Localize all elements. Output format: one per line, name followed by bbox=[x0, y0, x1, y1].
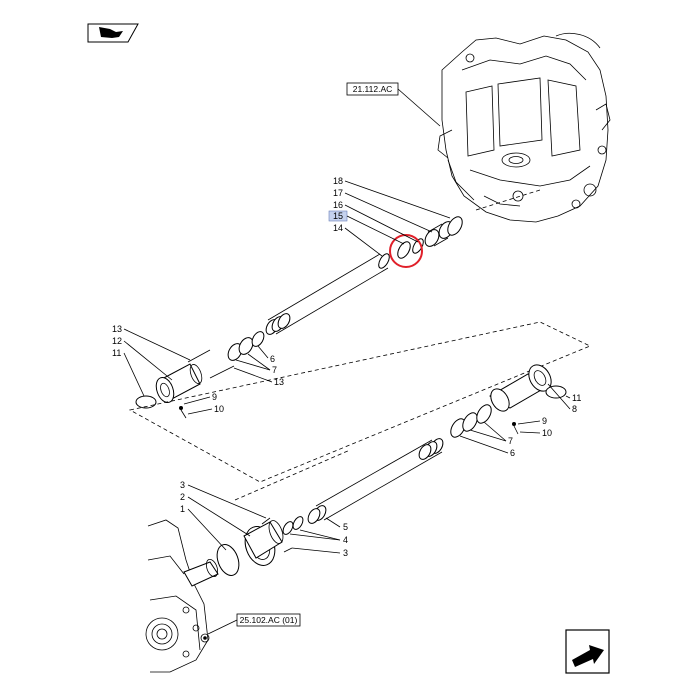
callout-1[interactable]: 1 bbox=[180, 504, 185, 514]
callout-9-left[interactable]: 9 bbox=[212, 392, 217, 402]
callouts-lower-left: 3 2 1 bbox=[180, 480, 267, 551]
callout-10-left[interactable]: 10 bbox=[214, 404, 224, 414]
callout-7-middle[interactable]: 7 bbox=[508, 436, 513, 446]
reference-box-bottom[interactable]: 25.102.AC (01) bbox=[207, 613, 301, 635]
callouts-upper: 18 17 16 15 14 bbox=[328, 176, 451, 257]
flange-lower: 3 bbox=[216, 517, 348, 576]
callout-9-right[interactable]: 9 bbox=[542, 416, 547, 426]
rings-upper-left: 6 7 bbox=[227, 331, 277, 375]
callout-8[interactable]: 8 bbox=[572, 404, 577, 414]
callout-11-right[interactable]: 11 bbox=[572, 393, 581, 403]
callout-12[interactable]: 12 bbox=[112, 336, 122, 346]
callout-3-right[interactable]: 3 bbox=[343, 548, 348, 558]
callout-10-right[interactable]: 10 bbox=[542, 428, 552, 438]
callout-5[interactable]: 5 bbox=[343, 522, 348, 532]
flange-left bbox=[135, 363, 203, 419]
axle-housing bbox=[145, 519, 219, 673]
callouts-left: 13 12 11 9 10 bbox=[112, 324, 224, 415]
reference-label-top: 21.112.AC bbox=[353, 84, 393, 94]
callout-11-left[interactable]: 11 bbox=[112, 348, 121, 358]
callout-6-upper[interactable]: 6 bbox=[270, 354, 275, 364]
rings-lower: 4 bbox=[282, 516, 348, 545]
callout-7-upper[interactable]: 7 bbox=[272, 365, 277, 375]
book-pointer-icon[interactable] bbox=[87, 23, 139, 43]
transmission-housing bbox=[437, 32, 611, 223]
next-arrow-icon[interactable] bbox=[565, 629, 610, 674]
callout-13-right[interactable]: 13 bbox=[274, 377, 284, 387]
callout-16[interactable]: 16 bbox=[333, 200, 343, 210]
upper-tube bbox=[265, 253, 390, 335]
lower-tube: 5 bbox=[307, 438, 444, 532]
callout-3-left[interactable]: 3 bbox=[180, 480, 185, 490]
reference-box-top[interactable]: 21.112.AC bbox=[346, 82, 441, 127]
callout-17[interactable]: 17 bbox=[333, 188, 343, 198]
flange-right bbox=[489, 364, 567, 435]
callout-13-left[interactable]: 13 bbox=[112, 324, 122, 334]
callout-18[interactable]: 18 bbox=[333, 176, 343, 186]
callout-2[interactable]: 2 bbox=[180, 492, 185, 502]
upper-seals bbox=[397, 216, 463, 259]
callout-15[interactable]: 15 bbox=[333, 211, 343, 221]
callouts-right: 11 8 9 10 bbox=[517, 383, 581, 438]
rings-middle: 7 6 bbox=[450, 404, 515, 458]
callout-14[interactable]: 14 bbox=[333, 223, 343, 233]
callout-6-middle[interactable]: 6 bbox=[510, 448, 515, 458]
callout-4[interactable]: 4 bbox=[343, 535, 348, 545]
highlight-circle bbox=[389, 234, 423, 268]
reference-label-bottom: 25.102.AC (01) bbox=[240, 615, 298, 625]
bolts-13: 13 bbox=[187, 349, 284, 387]
